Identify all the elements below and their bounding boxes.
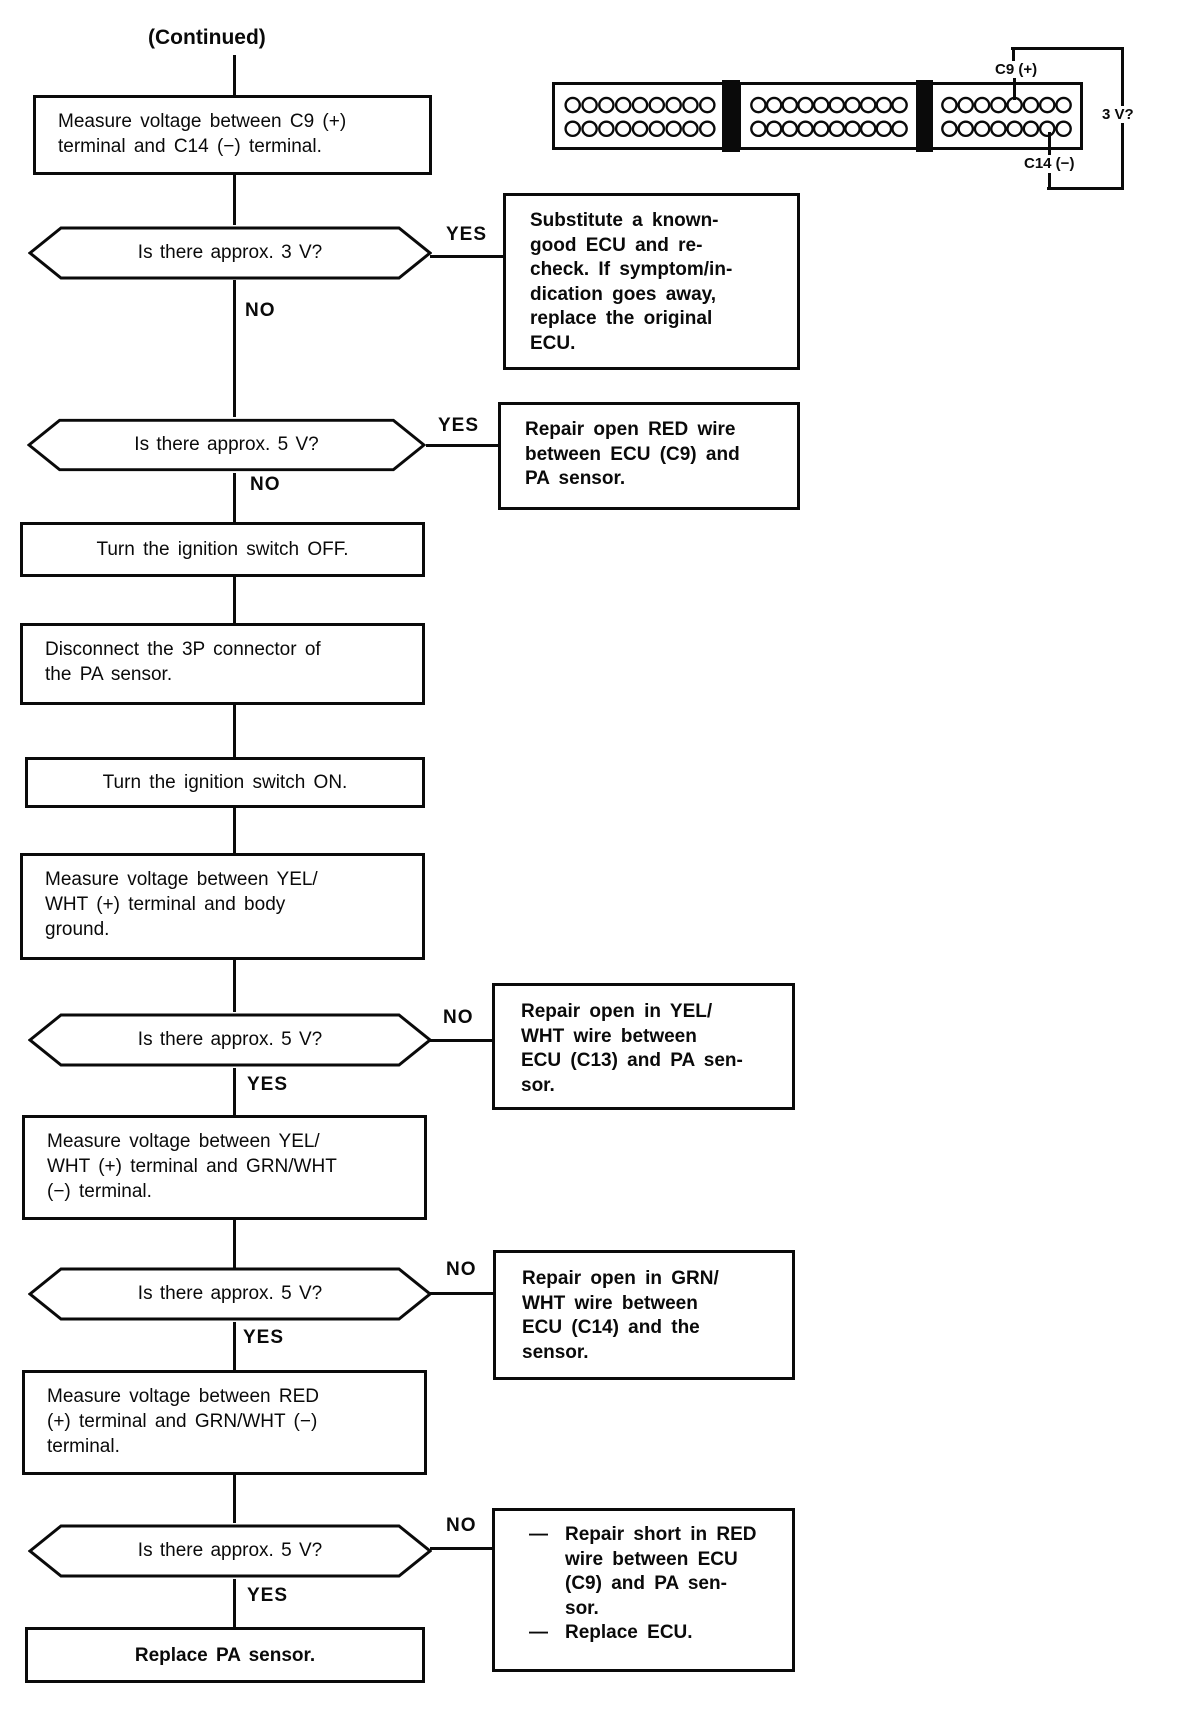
bracket-top-line (1011, 47, 1124, 50)
connector-pins-a (564, 96, 716, 138)
flow-line (233, 1220, 236, 1268)
hexagon-shape (28, 1524, 432, 1578)
flow-line (233, 1068, 236, 1115)
process-box-disconnect-3p: Disconnect the 3P connector of the PA se… (20, 623, 425, 705)
hexagon-shape (28, 1013, 432, 1067)
flow-line (233, 1475, 236, 1523)
process-box-ignition-off: Turn the ignition switch OFF. (20, 522, 425, 577)
flow-line (233, 473, 236, 522)
process-text: Measure voltage between RED (+) terminal… (47, 1386, 319, 1457)
branch-line-no-3 (430, 1039, 492, 1042)
action-text: Substitute a known- good ECU and re- che… (530, 210, 733, 354)
process-text: Turn the ignition switch ON. (102, 772, 348, 793)
process-box-measure-yelwht-grnwht: Measure voltage between YEL/ WHT (+) ter… (22, 1115, 427, 1220)
yes-label: YES (245, 1585, 291, 1607)
no-label: NO (441, 1007, 476, 1029)
flow-line (233, 808, 236, 853)
continued-label: (Continued) (148, 26, 266, 49)
c14-pointer-line (1048, 173, 1051, 189)
hexagon-shape (28, 1267, 432, 1321)
action-box-substitute-ecu: Substitute a known- good ECU and re- che… (503, 193, 800, 370)
decision-text: Is there approx. 3 V? (137, 242, 323, 263)
decision-text: Is there approx. 5 V? (134, 434, 319, 455)
connector-pins-b (750, 96, 908, 138)
c14-pin-label: C14 (−) (1022, 155, 1077, 172)
flow-line (233, 175, 236, 225)
decision-text: Is there approx. 5 V? (137, 1540, 323, 1561)
process-text: Disconnect the 3P connector of the PA se… (45, 639, 321, 685)
no-label: NO (444, 1259, 479, 1281)
decision-text: Is there approx. 5 V? (137, 1029, 323, 1050)
connector-block-c (930, 82, 1083, 150)
yes-label: YES (241, 1327, 287, 1349)
action-text: Repair open in YEL/ WHT wire between ECU… (521, 1001, 743, 1096)
decision-is-3v: Is there approx. 3 V? (28, 225, 432, 281)
bracket-bottom-line (1047, 187, 1124, 190)
process-box-replace-pa-sensor: Replace PA sensor. (25, 1627, 425, 1683)
flow-line (233, 55, 236, 95)
process-box-measure-c9-c14: Measure voltage between C9 (+) terminal … (33, 95, 432, 175)
yes-label: YES (436, 415, 482, 437)
action-text: Repair short in RED wire between ECU (C9… (565, 1524, 757, 1619)
connector-block-b (738, 82, 920, 150)
process-text: Measure voltage between YEL/ WHT (+) ter… (45, 869, 318, 940)
branch-line-yes-2 (426, 444, 498, 447)
process-box-ignition-on: Turn the ignition switch ON. (25, 757, 425, 808)
voltage-value-label: 3 V? (1100, 106, 1136, 123)
hexagon-shape (27, 418, 426, 472)
flow-line (233, 577, 236, 623)
decision-text: Is there approx. 5 V? (137, 1283, 323, 1304)
action-box-repair-grnwht-open: Repair open in GRN/ WHT wire between ECU… (493, 1250, 795, 1380)
action-list-item: — Replace ECU. (529, 1621, 782, 1646)
c9-pointer-line (1012, 47, 1015, 64)
no-label: NO (243, 300, 278, 322)
decision-is-5v-4: Is there approx. 5 V? (28, 1523, 432, 1579)
process-box-measure-yelwht-body: Measure voltage between YEL/ WHT (+) ter… (20, 853, 425, 960)
decision-is-5v-1: Is there approx. 5 V? (27, 417, 426, 473)
flow-line (233, 280, 236, 417)
flow-line (233, 960, 236, 1012)
dash-bullet: — (529, 1622, 548, 1643)
connector-block-a (552, 82, 728, 150)
c9-pointer-line (1013, 78, 1016, 100)
action-text: Replace ECU. (565, 1622, 693, 1643)
yes-label: YES (245, 1074, 291, 1096)
branch-line-yes-1 (430, 255, 503, 258)
process-text: Measure voltage between C9 (+) terminal … (58, 111, 347, 157)
action-box-repair-short-replace-ecu: — Repair short in RED wire between ECU (… (492, 1508, 795, 1672)
action-list-item: — Repair short in RED wire between ECU (… (529, 1523, 782, 1621)
decision-is-5v-3: Is there approx. 5 V? (28, 1266, 432, 1322)
process-box-measure-red-grnwht: Measure voltage between RED (+) terminal… (22, 1370, 427, 1475)
action-text: Repair open RED wire between ECU (C9) an… (525, 419, 740, 489)
decision-is-5v-2: Is there approx. 5 V? (28, 1012, 432, 1068)
connector-divider (722, 80, 740, 152)
no-label: NO (248, 474, 283, 496)
branch-line-no-5 (430, 1547, 492, 1550)
process-text: Turn the ignition switch OFF. (96, 539, 349, 560)
flow-line (233, 705, 236, 757)
action-box-repair-yelwht-open: Repair open in YEL/ WHT wire between ECU… (492, 983, 795, 1110)
no-label: NO (444, 1515, 479, 1537)
connector-divider (916, 80, 933, 152)
process-text: Measure voltage between YEL/ WHT (+) ter… (47, 1131, 337, 1202)
hexagon-shape (28, 226, 432, 280)
action-box-repair-red-open: Repair open RED wire between ECU (C9) an… (498, 402, 800, 510)
action-text: Repair open in GRN/ WHT wire between ECU… (522, 1268, 719, 1363)
flow-line (233, 1579, 236, 1627)
yes-label: YES (444, 224, 490, 246)
c9-pin-label: C9 (+) (993, 61, 1040, 78)
branch-line-no-4 (430, 1292, 493, 1295)
c14-pointer-line (1048, 132, 1051, 158)
flow-line (233, 1322, 236, 1370)
dash-bullet: — (529, 1524, 548, 1545)
connector-pins-c (941, 96, 1072, 138)
process-text: Replace PA sensor. (134, 1644, 316, 1666)
